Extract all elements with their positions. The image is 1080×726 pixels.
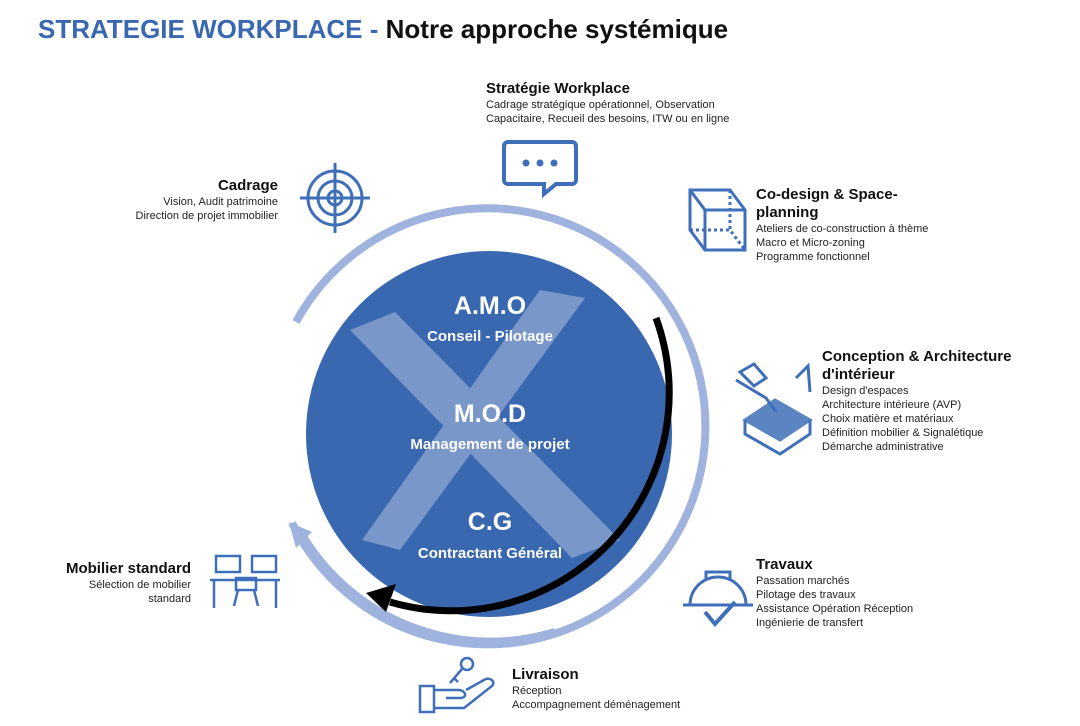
step-travaux-title: Travaux — [756, 556, 813, 573]
step-conception-title1: Conception & Architecture — [822, 348, 1012, 365]
step-livraison-title: Livraison — [512, 666, 579, 683]
page-title: STRATEGIE WORKPLACE - Notre approche sys… — [38, 14, 728, 45]
step-livraison-line: Réception — [512, 685, 562, 697]
step-codesign: Co-design & Space- planning Ateliers de … — [756, 186, 928, 264]
lower-ring-arc — [300, 535, 557, 646]
step-mobilier: Mobilier standard Sélection de mobilier … — [20, 560, 191, 606]
step-conception: Conception & Architecture d'intérieur De… — [822, 348, 1011, 454]
target-icon — [300, 163, 370, 233]
step-mobilier-line: standard — [148, 593, 191, 605]
step-conception-line: Design d'espaces — [822, 385, 909, 397]
title-part2: Notre approche systémique — [385, 14, 729, 44]
step-mobilier-line: Sélection de mobilier — [88, 579, 191, 591]
key-hand-icon — [418, 656, 495, 714]
step-strategie-title: Stratégie Workplace — [486, 80, 630, 97]
amo-label: A.M.O — [453, 292, 527, 320]
desks-icon — [210, 554, 280, 608]
ring-arrowhead — [289, 522, 312, 548]
chat-bubble-icon — [502, 140, 578, 199]
title-separator: - — [362, 14, 386, 44]
cg-sub-label: Contractant Général — [417, 545, 563, 562]
step-travaux-line: Ingénierie de transfert — [756, 617, 864, 629]
black-arrow-arc — [389, 316, 673, 615]
step-codesign-title1: Co-design & Space- — [756, 186, 898, 203]
step-cadrage-line: Direction de projet immobilier — [135, 210, 278, 222]
black-arrowhead — [366, 584, 396, 612]
amo-sub-label: Conseil - Pilotage — [427, 328, 553, 345]
step-strategie-line: Cadrage stratégique opérationnel, Observ… — [486, 99, 715, 111]
step-conception-line: Démarche administrative — [822, 441, 944, 453]
step-travaux-line: Passation marchés — [756, 575, 850, 587]
step-conception-line: Choix matière et matériaux — [822, 413, 954, 425]
step-mobilier-title: Mobilier standard — [65, 560, 191, 577]
center-circle — [306, 251, 672, 617]
mod-sub-label: Management de projet — [410, 436, 570, 453]
step-conception-line: Définition mobilier & Signalétique — [822, 427, 984, 439]
step-travaux: Travaux Passation marchés Pilotage des t… — [756, 556, 913, 630]
step-conception-title2: d'intérieur — [822, 366, 895, 383]
step-livraison-line: Accompagnement déménagement — [512, 699, 681, 711]
cg-label: C.G — [467, 508, 513, 536]
step-codesign-line: Programme fonctionnel — [756, 251, 870, 263]
hard-hat-icon — [683, 570, 753, 628]
step-travaux-line: Assistance Opération Réception — [756, 603, 914, 615]
step-codesign-title2: planning — [756, 204, 819, 221]
step-strategie: Stratégie Workplace Cadrage stratégique … — [486, 80, 729, 126]
mod-label: M.O.D — [453, 400, 527, 428]
step-codesign-line: Ateliers de co-construction à thème — [756, 223, 929, 235]
pen-nib-icon — [735, 362, 813, 456]
title-part1: STRATEGIE WORKPLACE — [38, 14, 363, 44]
step-cadrage-title: Cadrage — [217, 177, 278, 194]
step-conception-line: Architecture intérieure (AVP) — [822, 399, 962, 411]
step-cadrage-line: Vision, Audit patrimoine — [163, 196, 278, 208]
step-codesign-line: Macro et Micro-zoning — [756, 237, 865, 249]
step-strategie-line: Capacitaire, Recueil des besoins, ITW ou… — [486, 113, 730, 125]
step-livraison: Livraison Réception Accompagnement démén… — [512, 666, 680, 712]
step-travaux-line: Pilotage des travaux — [756, 589, 856, 601]
x-watermark — [350, 290, 620, 558]
cube-icon — [688, 188, 747, 252]
step-cadrage: Cadrage Vision, Audit patrimoine Directi… — [60, 177, 278, 223]
